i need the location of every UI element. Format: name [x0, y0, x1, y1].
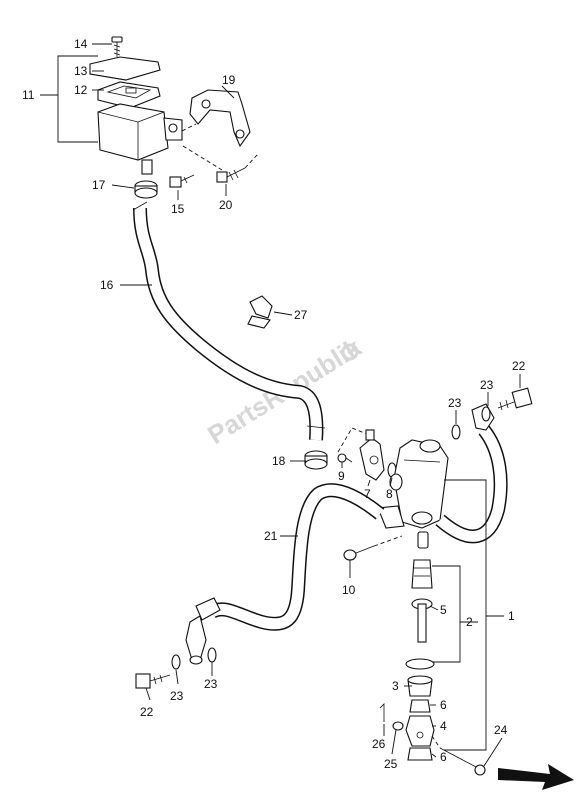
callout-15: 15 [171, 202, 185, 216]
banjo-bolt-22-upper [497, 387, 533, 411]
callout-17: 17 [92, 178, 106, 192]
mounting-bracket-19 [189, 89, 251, 148]
push-rod-5 [411, 598, 433, 643]
front-direction-arrow-icon [498, 764, 574, 790]
hose-clamp-18 [304, 450, 328, 470]
washer-23-lower-b [207, 647, 217, 663]
callout-10: 10 [342, 583, 356, 597]
washer-25 [392, 721, 404, 731]
callout-23-upper-a: 23 [480, 378, 494, 392]
spring-piston [411, 531, 433, 589]
callout-13: 13 [74, 64, 88, 78]
screw-9 [337, 453, 353, 463]
hose-clamp-17 [134, 180, 158, 199]
clevis-pin-24 [439, 747, 486, 776]
callout-1: 1 [508, 609, 515, 623]
reservoir-screw-14 [111, 36, 123, 57]
callout-20: 20 [219, 198, 233, 212]
callout-12: 12 [74, 83, 88, 97]
callout-19: 19 [222, 73, 236, 87]
callout-11: 11 [22, 88, 35, 102]
callout-9: 9 [338, 469, 345, 483]
watermark-gear-icon [341, 343, 359, 361]
callout-3: 3 [392, 679, 399, 693]
callout-1-bracket [444, 479, 487, 751]
callout-23-upper-b: 23 [448, 396, 462, 410]
callout-18: 18 [272, 454, 286, 468]
callout-14: 14 [74, 37, 88, 51]
washer-23-upper-b [451, 424, 461, 440]
hose-clip-27 [247, 295, 273, 329]
callout-25: 25 [384, 757, 398, 771]
callout-2: 2 [466, 615, 473, 629]
reservoir-body-11 [97, 103, 183, 175]
clevis-4 [405, 715, 435, 747]
reservoir-plate-12 [97, 81, 161, 109]
hose-fitting-7 [359, 429, 385, 481]
callout-27: 27 [294, 308, 308, 322]
callout-6-lower: 6 [440, 750, 447, 764]
washer-23-lower-a [171, 654, 181, 670]
banjo-bolt-22-lower [135, 673, 171, 689]
nut-6-upper [409, 699, 431, 713]
boot-3 [407, 675, 433, 697]
bolt-15 [169, 174, 195, 188]
callout-5: 5 [440, 603, 447, 617]
callout-26: 26 [372, 737, 386, 751]
callout-6-upper: 6 [440, 698, 447, 712]
callout-16: 16 [100, 278, 114, 292]
bolt-20 [216, 167, 246, 183]
brake-hose-21 [185, 483, 385, 665]
callout-4: 4 [440, 719, 447, 733]
nut-6-lower [407, 747, 433, 761]
callout-24: 24 [494, 723, 508, 737]
callout-11-bracket [40, 55, 98, 143]
callout-22-upper: 22 [512, 359, 526, 373]
callout-2-bracket [432, 565, 461, 663]
brake-hose-upper-right [435, 403, 508, 544]
callout-22-lower: 22 [140, 705, 154, 719]
callout-23-lower-b: 23 [204, 677, 218, 691]
reservoir-cap-13 [89, 56, 161, 81]
callout-8: 8 [386, 487, 393, 501]
bolt-10 [343, 545, 375, 561]
callout-23-lower-a: 23 [170, 689, 184, 703]
washer-23-upper-a [481, 406, 491, 422]
rear-master-cylinder-body [377, 439, 449, 529]
circlip-3 [405, 658, 435, 670]
callout-21: 21 [264, 529, 278, 543]
cotter-pin-26 [379, 703, 385, 722]
reservoir-hose-16 [132, 201, 326, 441]
callout-7: 7 [364, 487, 371, 501]
